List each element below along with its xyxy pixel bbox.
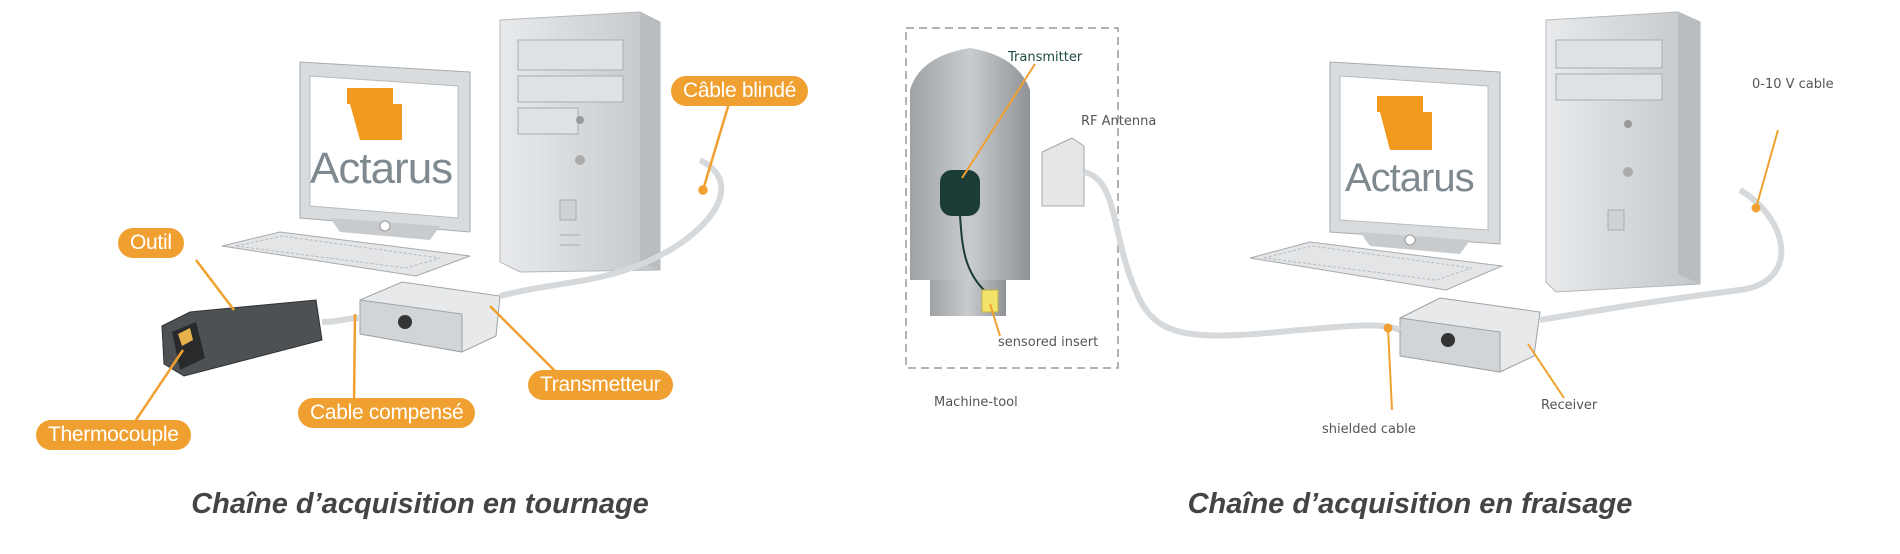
right-screen-brand: Actarus bbox=[1345, 156, 1475, 200]
label-machine-tool: Machine-tool bbox=[934, 395, 1018, 410]
left-logo-top-icon bbox=[347, 88, 393, 104]
label-tool: Outil bbox=[118, 228, 184, 258]
label-transmitter-en: Transmitter bbox=[1008, 50, 1083, 65]
right-leader-lines bbox=[961, 63, 1779, 411]
machine-tool-frame bbox=[905, 27, 1119, 369]
receiver-box bbox=[1399, 297, 1541, 373]
right-pc-tower bbox=[1545, 11, 1701, 293]
spindle bbox=[910, 48, 1030, 316]
right-logo-icon bbox=[1380, 112, 1432, 150]
left-screen-brand: Actarus bbox=[310, 144, 453, 193]
left-tool-holder bbox=[161, 299, 323, 377]
right-monitor bbox=[1329, 61, 1501, 254]
rf-antenna bbox=[1041, 137, 1085, 207]
label-transmitter: Transmetteur bbox=[528, 370, 673, 400]
left-pc-tower bbox=[499, 11, 661, 273]
right-keyboard bbox=[1249, 241, 1504, 291]
left-keyboard bbox=[221, 231, 471, 277]
label-cable-compensated: Cable compensé bbox=[298, 398, 476, 428]
label-cable-shielded: Câble blindé bbox=[671, 76, 809, 106]
label-thermocouple: Thermocouple bbox=[36, 420, 191, 450]
left-leader-lines bbox=[130, 99, 732, 427]
left-transmitter-box bbox=[359, 281, 501, 353]
right-logo-top-icon bbox=[1377, 96, 1423, 112]
left-logo-icon bbox=[350, 104, 402, 140]
left-insert-icon bbox=[178, 328, 193, 346]
caption-milling: Chaîne d’acquisition en fraisage bbox=[1187, 488, 1633, 520]
label-rf-antenna: RF Antenna bbox=[1081, 114, 1157, 129]
label-receiver: Receiver bbox=[1541, 398, 1598, 413]
transmitter-module-icon bbox=[940, 170, 980, 216]
left-cables bbox=[321, 157, 725, 325]
label-sensored-insert: sensored insert bbox=[998, 335, 1099, 350]
sensored-insert-icon bbox=[981, 289, 999, 313]
label-0-10v-cable: 0-10 V cable bbox=[1752, 77, 1834, 92]
label-shielded-cable: shielded cable bbox=[1322, 422, 1416, 437]
right-cables bbox=[1083, 169, 1785, 339]
caption-turning: Chaîne d’acquisition en tournage bbox=[191, 488, 649, 520]
left-monitor bbox=[299, 61, 471, 240]
